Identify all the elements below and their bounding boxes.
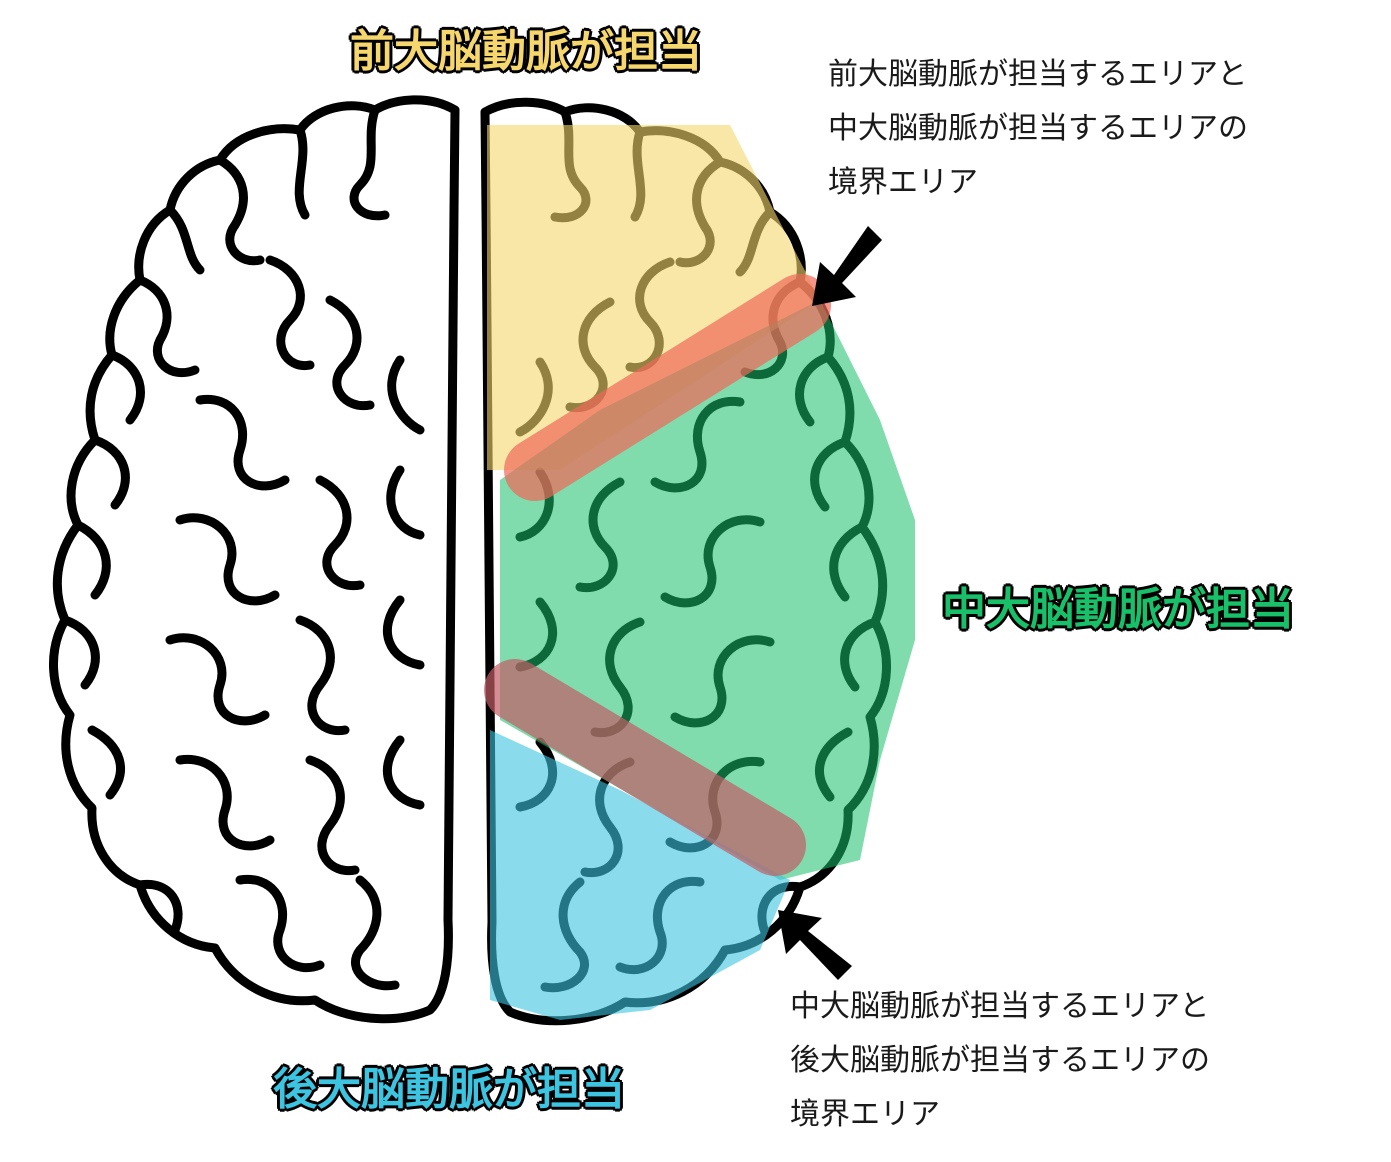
note-line: 境界エリア [828, 165, 978, 200]
note-line: 境界エリア [790, 1097, 940, 1132]
note-line: 中大脳動脈が担当するエリアと [790, 989, 1210, 1024]
note-line: 中大脳動脈が担当するエリアの [828, 111, 1248, 146]
middle-artery-label: 中大脳動脈が担当 [942, 584, 1294, 635]
territory-overlays [484, 125, 915, 1020]
arrow-bottom [778, 910, 852, 980]
arrow-top [812, 226, 882, 306]
posterior-territory [490, 730, 790, 1020]
posterior-artery-label: 後大脳動脈が担当 [273, 1064, 625, 1115]
boundary-note-lower: 中大脳動脈が担当するエリアと 後大脳動脈が担当するエリアの 境界エリア [790, 980, 1210, 1142]
boundary-note-upper: 前大脳動脈が担当するエリアと 中大脳動脈が担当するエリアの 境界エリア [828, 48, 1248, 210]
anterior-artery-label: 前大脳動脈が担当 [350, 26, 702, 77]
arrow-icon [778, 226, 882, 980]
boundary-band-upper [504, 274, 831, 501]
anterior-territory [487, 125, 820, 470]
note-line: 後大脳動脈が担当するエリアの [790, 1043, 1210, 1078]
brain-outline-icon [49, 95, 460, 1024]
left-hemisphere [49, 95, 460, 1024]
boundary-band-lower [484, 659, 806, 876]
note-line: 前大脳動脈が担当するエリアと [828, 57, 1248, 92]
